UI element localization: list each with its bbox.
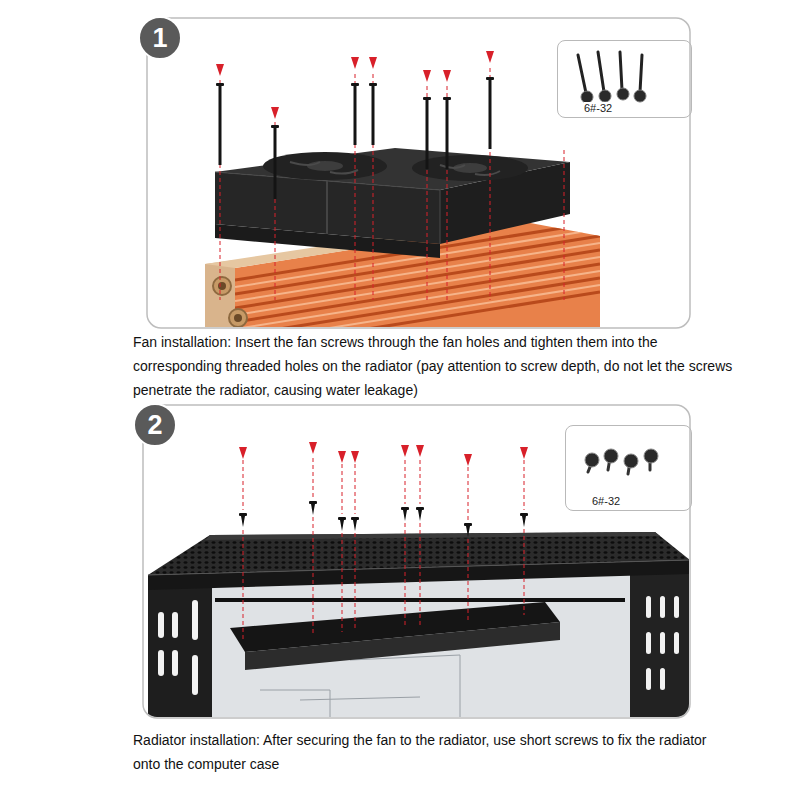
step-number-text: 2	[147, 412, 162, 439]
step-number: 2	[133, 403, 177, 447]
step-panel	[143, 405, 690, 718]
radiator-fan-drawing	[205, 51, 646, 327]
instruction-caption: Fan installation: Insert the fan screws …	[133, 330, 733, 402]
screw-size-text: 6#-32	[592, 495, 620, 507]
step-number: 1	[138, 16, 182, 60]
instruction-caption: Radiator installation: After securing th…	[133, 728, 733, 776]
case-radiator-drawing	[148, 442, 689, 717]
screw-size-text: 6#-32	[584, 102, 612, 114]
step-panel	[147, 18, 690, 328]
screw-inset-box: 6#-32	[557, 40, 692, 118]
step-number-text: 1	[152, 25, 167, 52]
screw-inset-box: 6#-32	[565, 425, 692, 511]
